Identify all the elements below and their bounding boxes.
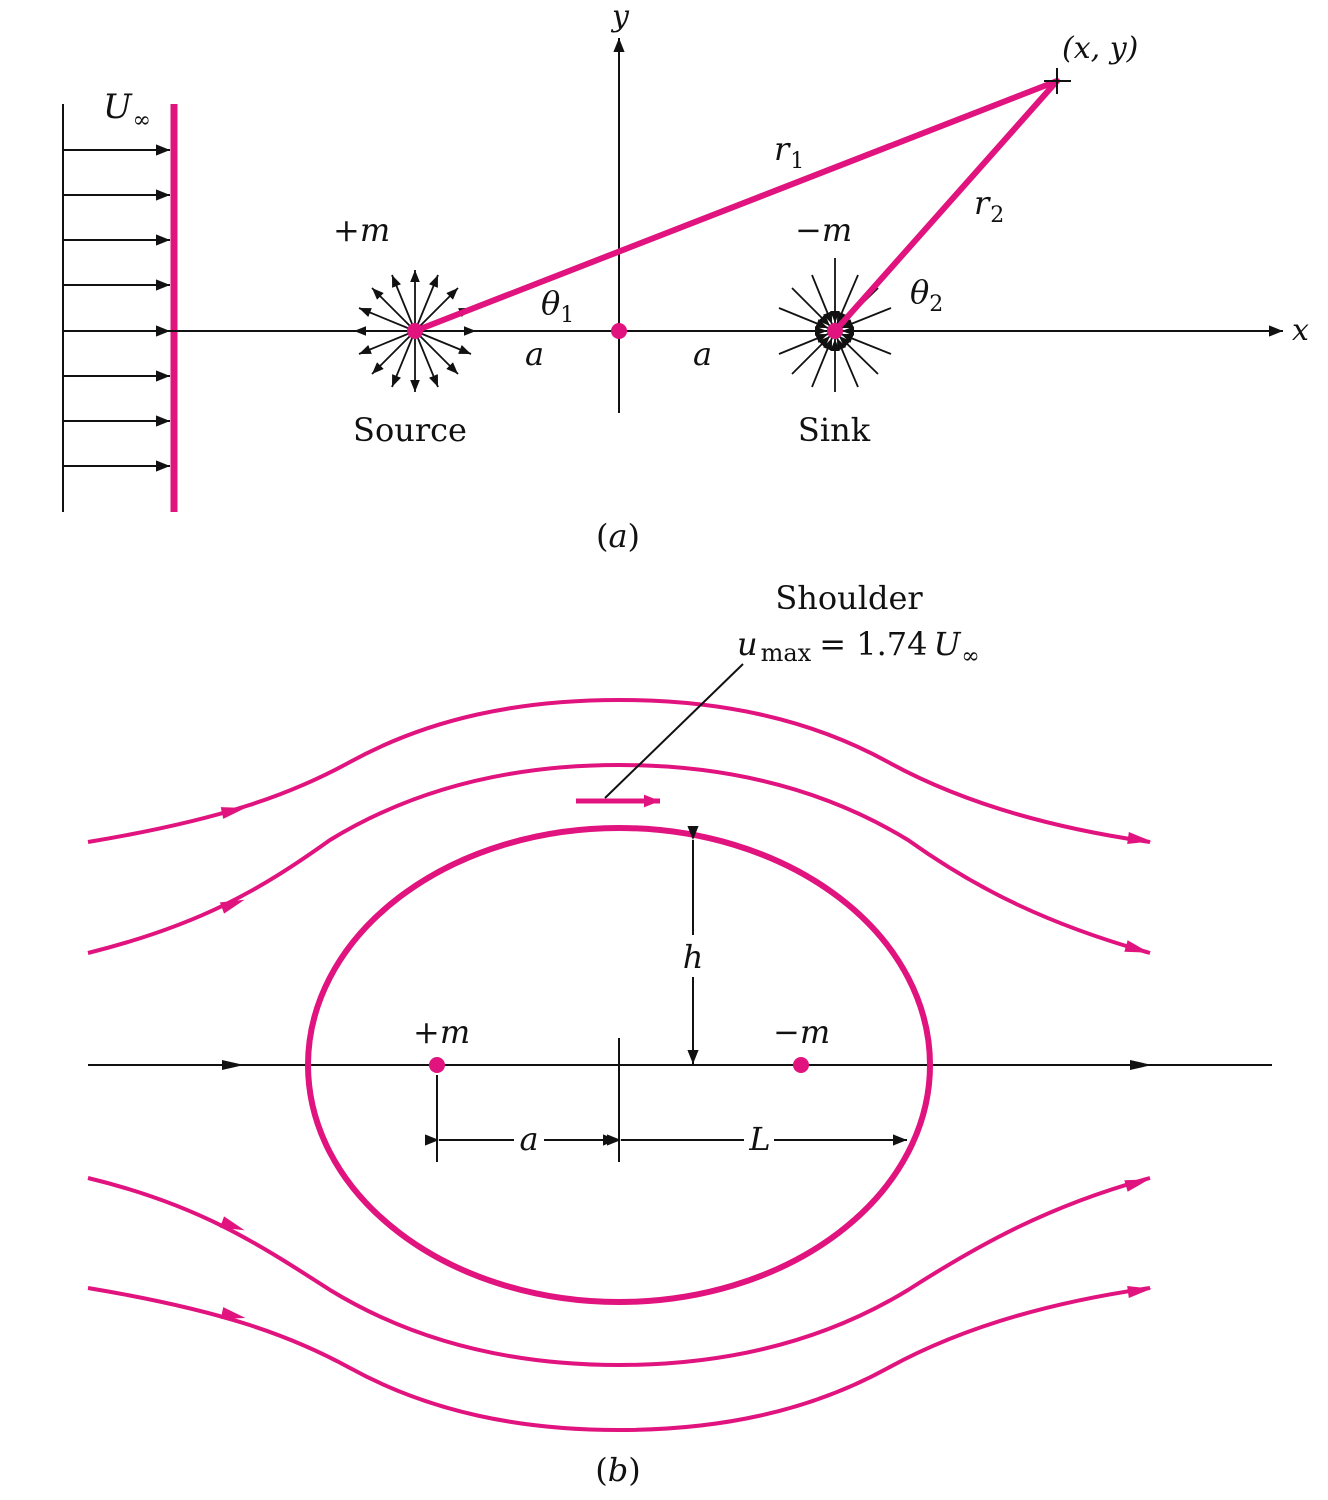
a-label-gap xyxy=(514,1122,544,1156)
L-label-gap xyxy=(744,1122,774,1156)
h-label-gap xyxy=(680,935,706,977)
shoulder-leader-line xyxy=(604,663,744,799)
sink-strength-label: −m xyxy=(795,211,852,249)
distance-a-left: a xyxy=(525,335,544,373)
streamline-top-outer xyxy=(87,697,1151,844)
origin-point xyxy=(611,323,627,339)
centerline-arrow-left xyxy=(222,1060,244,1070)
streamlines xyxy=(87,697,1151,1433)
source-point-b xyxy=(429,1057,445,1073)
part-a: U∞ y x xyxy=(62,0,1309,555)
sink-arrows xyxy=(773,258,897,392)
r2-label: r2 xyxy=(974,184,1004,228)
field-point-label: (x, y) xyxy=(1062,31,1138,66)
stream-arrows xyxy=(63,144,170,472)
source-point xyxy=(407,323,423,339)
L-dimension-label: L xyxy=(748,1120,770,1158)
field-point-marker xyxy=(1044,68,1071,94)
distance-a-right: a xyxy=(693,335,712,373)
streamline-bottom-outer xyxy=(87,1286,1151,1433)
r2-line xyxy=(832,78,1060,334)
x-axis-label: x xyxy=(1292,313,1309,348)
rankine-oval xyxy=(305,825,933,1305)
plus-m-label: +m xyxy=(413,1013,470,1051)
streamline-top-inner xyxy=(87,762,1151,955)
shoulder-label: Shoulder xyxy=(775,579,923,617)
source-strength-label: +m xyxy=(333,211,390,249)
y-axis-label: y xyxy=(610,0,630,34)
r1-label: r1 xyxy=(774,130,804,174)
h-label: h xyxy=(683,938,704,976)
caption-b: (b) xyxy=(595,1451,640,1489)
minus-m-label: −m xyxy=(773,1013,830,1051)
streamline-bottom-inner xyxy=(87,1176,1151,1368)
uniform-stream: U∞ xyxy=(62,87,178,512)
r1-line xyxy=(412,78,1060,334)
source-label: Source xyxy=(353,411,467,449)
caption-a: (a) xyxy=(596,517,640,555)
streamline-arrowheads xyxy=(219,807,1152,1319)
theta2-label: θ2 xyxy=(910,273,943,317)
sink-point xyxy=(827,323,843,339)
a-dimension-label: a xyxy=(519,1120,538,1158)
theta1-label: θ1 xyxy=(541,284,574,328)
u-infinity-label: U∞ xyxy=(103,87,151,133)
sink-label: Sink xyxy=(798,411,871,449)
centerline-arrow-right xyxy=(1130,1060,1152,1070)
sink-point-b xyxy=(793,1057,809,1073)
